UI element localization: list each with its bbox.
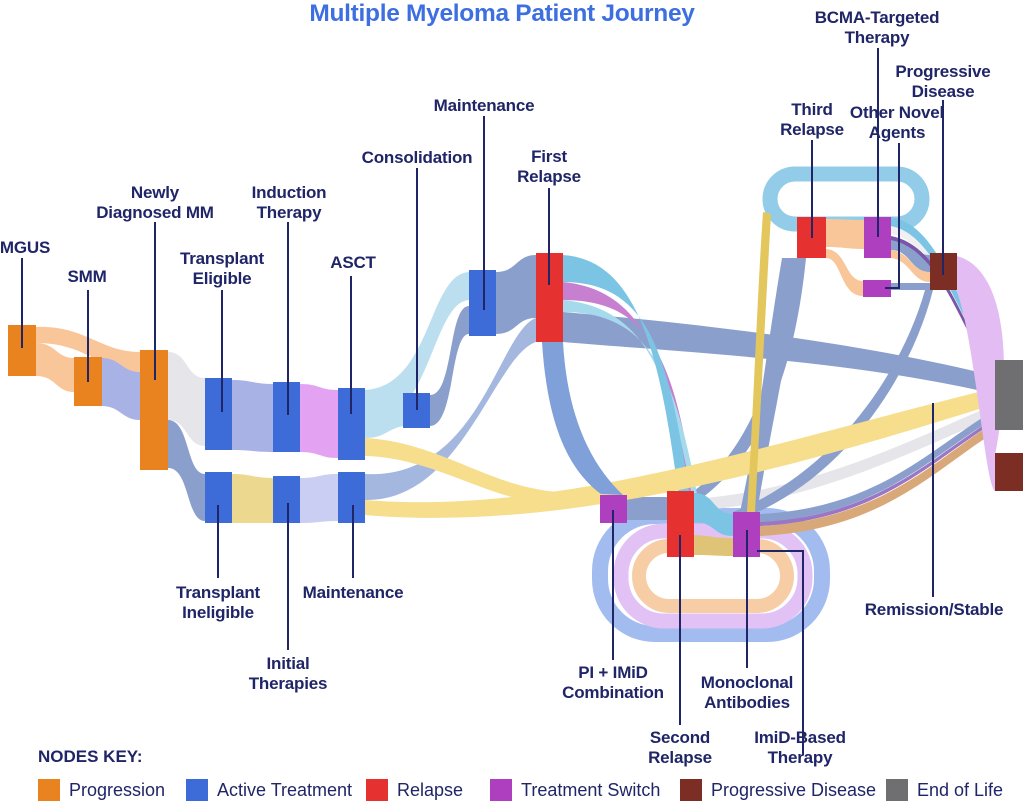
label-maintenance-bottom: Maintenance [302,583,404,602]
flow-asct-consolidation [365,396,403,438]
node-other-novel-agents [863,280,891,297]
label-monoclonal: Monoclonal Antibodies [700,673,794,713]
label-pi-imid: PI + IMiD Combination [562,663,664,703]
flow-thirdrelapse-othernovel [826,249,863,296]
flow-firstrelapse-piimid-drop [542,342,623,495]
legend-label-progression: Progression [69,779,166,800]
flow-othernovel-progressive [891,283,930,290]
flow-bcma-progressive [891,237,930,272]
label-consolidation: Consolidation [361,148,473,167]
leader-imid-based [757,550,804,755]
flow-secondrelapse-thirdrelapse-up [694,258,806,500]
legend-label-progressive-disease: Progressive Disease [711,779,877,800]
flow-maintenance-firstrelapse [496,255,536,334]
label-asct: ASCT [330,253,376,272]
label-induction: Induction Therapy [251,183,327,223]
legend-item-treatment-switch: Treatment Switch [490,779,660,801]
flow-eligible-induction [232,380,273,452]
flow-asct-remission-yellow [365,438,560,505]
relapse-loop-bottom-middle-ring [613,523,813,629]
node-induction-therapy [273,382,300,452]
flow-piimid-secondrelapse [627,497,667,520]
node-maintenance-bottom [338,472,365,523]
label-transplant-eligible: Transplant Eligible [180,249,264,289]
label-mgus: MGUS [0,238,51,257]
label-smm: SMM [67,267,107,286]
flow-asct-maintenance-arc [365,272,469,426]
legend-swatch-progression [38,779,60,801]
legend-swatch-treatment-switch [490,779,512,801]
flow-progressive-progressive2-lavender [957,256,1005,491]
legend-swatch-progressive-disease [680,779,702,801]
label-initial-therapies: Initial Therapies [248,654,328,694]
flow-ndmm-ineligible [168,420,205,521]
label-imid-based: ImiD-Based Therapy [754,728,846,768]
legend-item-active-treatment: Active Treatment [186,779,352,801]
node-end-of-life [995,360,1023,430]
flow-ndmm-eligible [168,352,205,446]
legend-item-end-of-life: End of Life [886,779,1003,801]
legend-swatch-active-treatment [186,779,208,801]
legend-swatch-relapse [366,779,388,801]
label-ndmm: Newly Diagnosed MM [96,183,214,223]
label-first-relapse: First Relapse [517,147,581,187]
label-second-relapse: Second Relapse [648,728,712,768]
flow-induction-asct [300,384,338,458]
legend-label-end-of-life: End of Life [917,779,1004,800]
legend-item-progressive-disease: Progressive Disease [680,779,876,801]
legend-heading: NODES KEY: [38,747,143,766]
flow-ineligible-initial [232,474,273,523]
node-initial-therapies [273,476,300,523]
node-progressive-disease-2 [995,453,1023,491]
flow-mgus-smm [36,343,74,392]
legend-swatch-end-of-life [886,779,908,801]
flow-secondrelapse-monoclonal-sky [694,493,733,536]
label-transplant-ineligible: Transplant Ineligible [176,583,260,623]
flow-secondrelapse-monoclonal-khaki [694,535,733,556]
flow-initial-maintenance2 [300,474,338,523]
legend-label-treatment-switch: Treatment Switch [521,779,661,800]
flow-remission-yellow-main [365,388,995,518]
leader-other-novel [885,143,900,289]
label-maintenance-top: Maintenance [433,96,535,115]
flow-consolidation-maintenance [430,306,469,426]
page-title: Multiple Myeloma Patient Journey [309,0,695,27]
label-third-relapse: Third Relapse [780,100,844,140]
flow-smm-ndmm [102,358,140,420]
label-other-novel: Other Novel Agents [849,103,945,143]
flow-maintenance2-firstrelapse [365,318,536,501]
label-remission: Remission/Stable [864,600,1004,619]
legend-item-progression: Progression [38,779,165,801]
node-maintenance-top [469,270,496,336]
flow-thirdrelapse-bcma [826,219,864,249]
legend-label-active-treatment: Active Treatment [217,779,353,800]
label-progressive: Progressive Disease [895,62,991,102]
legend-label-relapse: Relapse [397,779,464,800]
flow-loop-monoclonal-gold [747,212,771,512]
flow-bcma-progressive-peach [891,250,930,282]
flow-monoclonal-endoflife-tan [760,422,995,536]
node-transplant-eligible [205,378,232,450]
label-bcma: BCMA-Targeted Therapy [814,8,940,48]
legend-item-relapse: Relapse [366,779,463,801]
flow-firstrelapse-secondrelapse-sky [563,255,689,491]
